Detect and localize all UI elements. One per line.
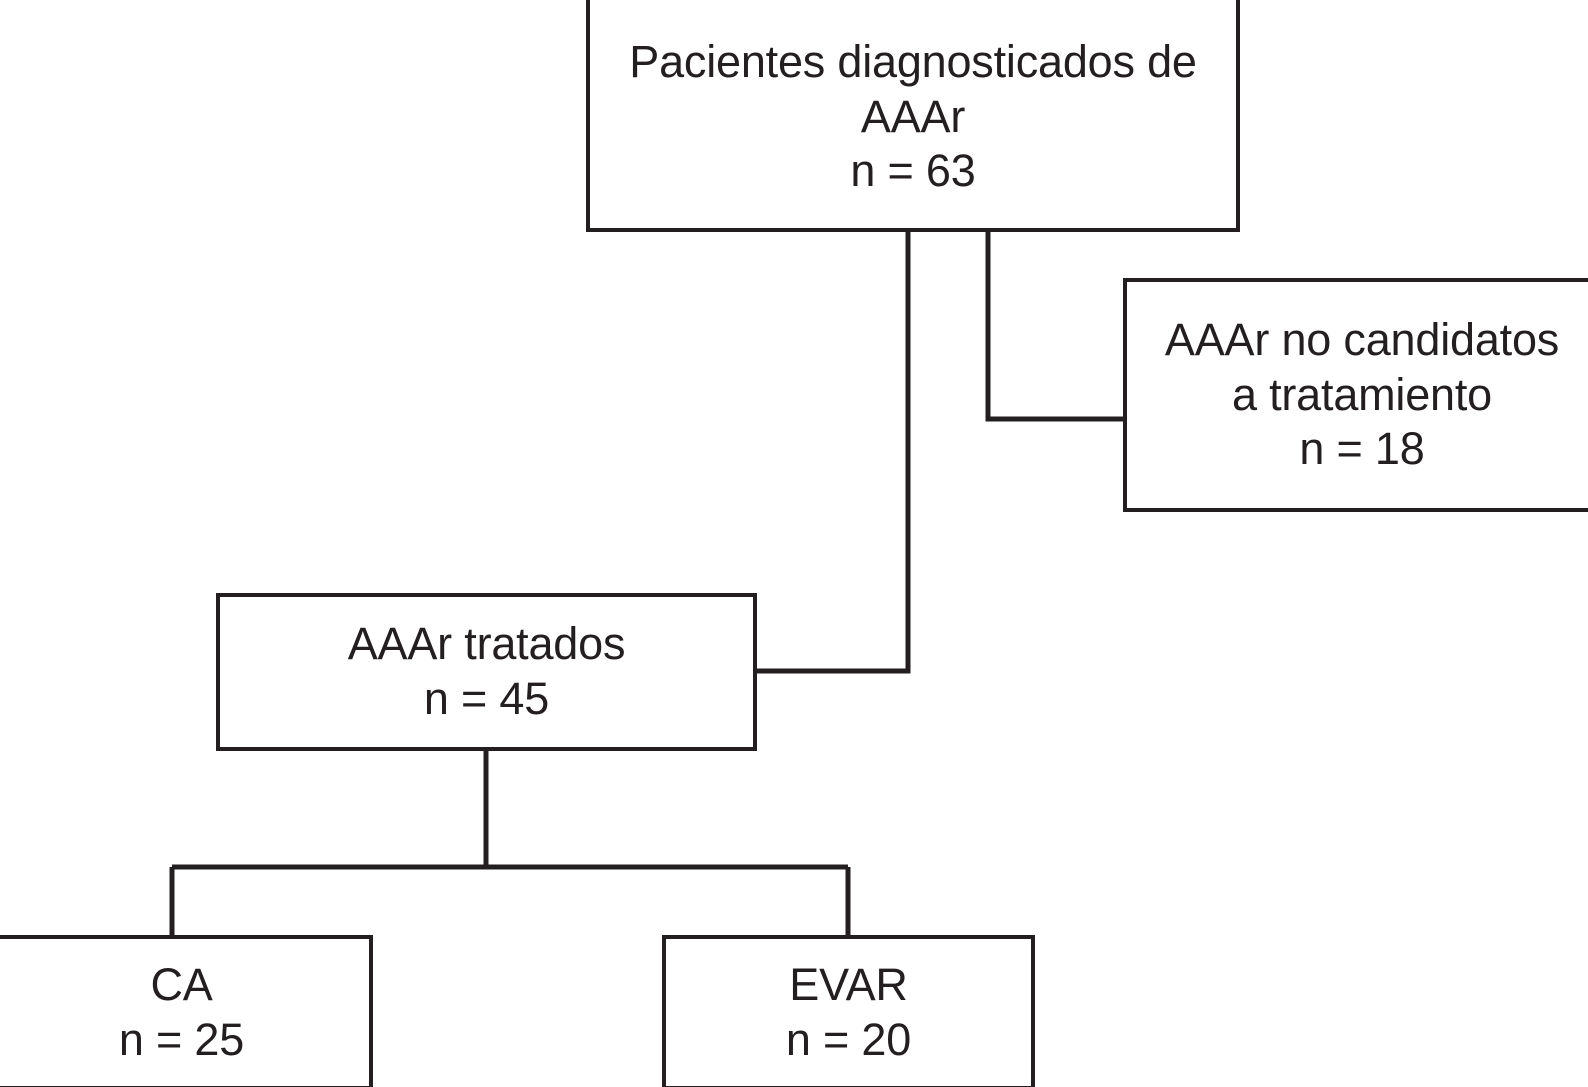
node-treated-line-1: AAAr tratados <box>347 618 626 670</box>
node-evar-count: n = 20 <box>785 1013 912 1065</box>
node-not-candidates-line-2: a tratamiento <box>1231 368 1493 420</box>
node-ca-line-1: CA <box>150 958 213 1010</box>
node-ca-count: n = 25 <box>118 1013 245 1065</box>
node-diagnosed-patients: Pacientes diagnosticados de AAAr n = 63 <box>586 0 1240 232</box>
node-diagnosed-count: n = 63 <box>850 145 976 197</box>
node-treated-count: n = 45 <box>423 673 550 724</box>
node-treated-patients: AAAr tratados n = 45 <box>216 593 757 751</box>
node-diagnosed-line-2: AAAr <box>860 90 966 142</box>
node-evar-line-1: EVAR <box>789 958 908 1010</box>
node-open-surgery-ca: CA n = 25 <box>0 935 373 1087</box>
node-diagnosed-line-1: Pacientes diagnosticados de <box>629 35 1197 87</box>
node-not-candidates-for-treatment: AAAr no candidatos a tratamiento n = 18 <box>1123 278 1588 512</box>
edge-diagnosed-to-treated <box>755 230 911 674</box>
node-not-candidates-line-1: AAAr no candidatos <box>1164 313 1560 365</box>
node-not-candidates-count: n = 18 <box>1299 423 1425 475</box>
node-evar: EVAR n = 20 <box>662 935 1035 1087</box>
edge-diagnosed-to-not-candidates <box>985 230 1125 422</box>
